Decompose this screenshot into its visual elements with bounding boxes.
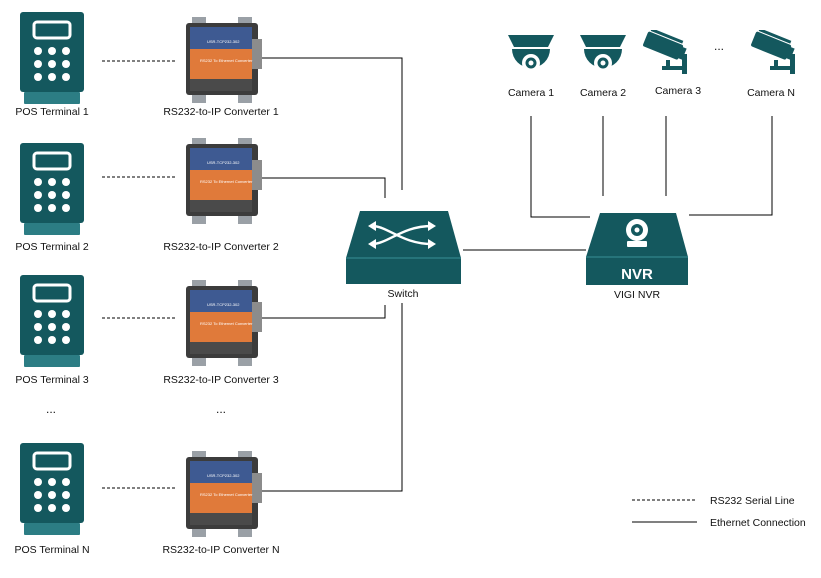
camera-2: Camera 2 <box>580 35 626 99</box>
nvr-label: VIGI NVR <box>614 289 661 301</box>
bullet-camera-icon <box>642 30 689 75</box>
camera-label: Camera 2 <box>580 87 626 99</box>
converter-model: USR-TCP232-302 <box>207 39 240 44</box>
legend: RS232 Serial Line Ethernet Connection <box>632 495 806 529</box>
switch: Switch <box>346 211 461 300</box>
converter-ellipsis: ... <box>216 402 226 416</box>
eth-camn-nvr <box>689 116 773 216</box>
pos-terminal-2: POS Terminal 2 <box>15 143 89 253</box>
pos-terminal-icon <box>20 443 84 535</box>
pos-ellipsis: ... <box>46 402 56 416</box>
converter-label: RS232-to-IP Converter N <box>162 544 279 556</box>
camera-n: Camera N <box>747 30 797 99</box>
serial-lines <box>102 60 176 489</box>
eth-cam1-nvr <box>530 116 590 218</box>
eth-conv1-switch <box>262 57 403 190</box>
camera-label: Camera 1 <box>508 87 554 99</box>
nvr-icon <box>586 213 688 285</box>
converter-model: USR-TCP232-302 <box>207 160 240 165</box>
converter-label: RS232-to-IP Converter 2 <box>163 241 279 253</box>
converter-caption: RS232 To Ethernet Converter <box>200 321 253 326</box>
dome-camera-icon <box>580 35 626 72</box>
camera-1: Camera 1 <box>508 35 554 99</box>
camera-3: Camera 3 <box>642 30 701 97</box>
switch-label: Switch <box>388 288 419 300</box>
converter-caption: RS232 To Ethernet Converter <box>200 492 253 497</box>
converter-3: USR-TCP232-302 RS232 To Ethernet Convert… <box>163 280 279 386</box>
pos-terminal-n: POS Terminal N <box>14 443 90 556</box>
converter-caption: RS232 To Ethernet Converter <box>200 58 253 63</box>
ethernet-lines <box>262 57 773 492</box>
pos-terminal-label: POS Terminal 2 <box>15 241 88 253</box>
converter-label: RS232-to-IP Converter 1 <box>163 106 279 118</box>
eth-convn-switch <box>262 303 403 492</box>
nvr: NVR VIGI NVR <box>586 213 688 301</box>
dome-camera-icon <box>508 35 554 72</box>
nvr-badge: NVR <box>621 266 653 283</box>
converter-model: USR-TCP232-302 <box>207 473 240 478</box>
pos-terminal-3: POS Terminal 3 <box>15 275 89 386</box>
converter-label: RS232-to-IP Converter 3 <box>163 374 279 386</box>
pos-terminal-icon <box>20 12 84 104</box>
converter-caption: RS232 To Ethernet Converter <box>200 179 253 184</box>
converter-2: USR-TCP232-302 RS232 To Ethernet Convert… <box>163 138 279 253</box>
pos-terminal-1: POS Terminal 1 <box>15 12 89 118</box>
pos-terminal-label: POS Terminal 3 <box>15 374 88 386</box>
pos-terminal-label: POS Terminal N <box>14 544 89 556</box>
camera-label: Camera N <box>747 87 795 99</box>
eth-conv3-switch <box>262 305 386 319</box>
converter-model: USR-TCP232-302 <box>207 302 240 307</box>
bullet-camera-icon <box>750 30 797 75</box>
converter-1: USR-TCP232-302 RS232 To Ethernet Convert… <box>163 17 279 118</box>
camera-label: Camera 3 <box>655 85 701 97</box>
network-switch-icon <box>346 211 461 284</box>
eth-conv2-switch <box>262 177 386 198</box>
pos-terminal-icon <box>20 143 84 235</box>
pos-terminal-label: POS Terminal 1 <box>15 106 88 118</box>
legend-serial-label: RS232 Serial Line <box>710 495 795 507</box>
camera-ellipsis: ... <box>714 39 724 53</box>
pos-terminal-icon <box>20 275 84 367</box>
legend-ethernet-label: Ethernet Connection <box>710 517 806 529</box>
converter-n: USR-TCP232-302 RS232 To Ethernet Convert… <box>162 451 280 556</box>
